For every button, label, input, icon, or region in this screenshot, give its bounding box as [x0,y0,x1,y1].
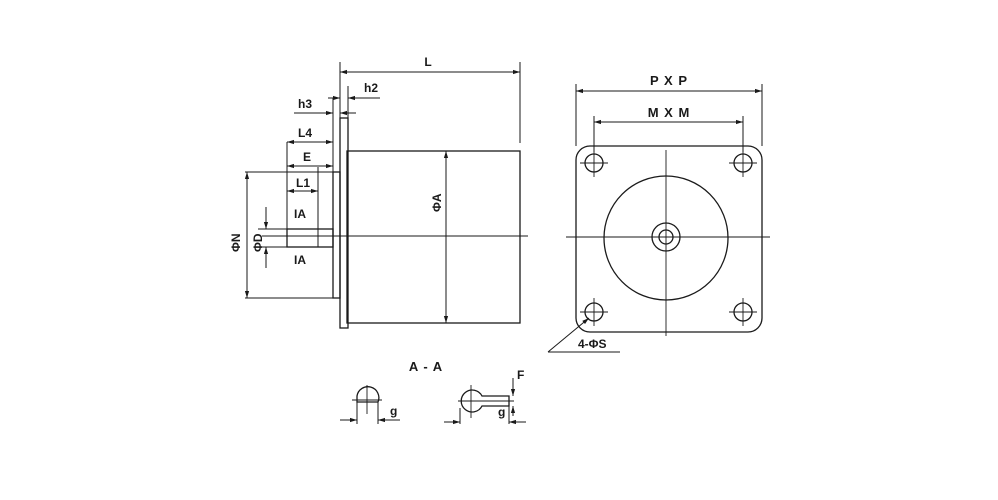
boss [332,171,341,299]
label-L4: L4 [298,126,312,140]
label-h2: h2 [364,81,378,95]
label-IA-top: IA [294,207,306,221]
shaft [286,228,334,248]
flange-square [575,145,763,333]
label-MXM: M X M [648,105,691,120]
label-phiA: ΦA [430,193,444,212]
label-phiN: ΦN [229,233,243,252]
label-holes: 4-ΦS [578,337,607,351]
label-L: L [424,55,431,69]
label-PXP: P X P [650,73,688,88]
label-h3: h3 [298,97,312,111]
section-view: A - A g g F [340,359,526,425]
label-L1: L1 [296,176,310,190]
section-title: A - A [409,359,443,374]
label-g-right: g [498,405,505,419]
label-phiD: ΦD [251,233,265,252]
front-view: P X P M X M 4-ΦS [547,73,770,353]
section-left: g [340,385,400,424]
side-view: L h2 h3 L4 E L1 IA IA ΦN ΦD ΦA [229,55,528,329]
label-IA-bottom: IA [294,253,306,267]
leader-holes [547,317,590,353]
motor-body [346,150,521,324]
label-E: E [303,150,311,164]
label-g-left: g [390,404,397,418]
section-right: g F [444,368,526,425]
label-F: F [517,368,524,382]
mounting-holes [580,149,757,326]
